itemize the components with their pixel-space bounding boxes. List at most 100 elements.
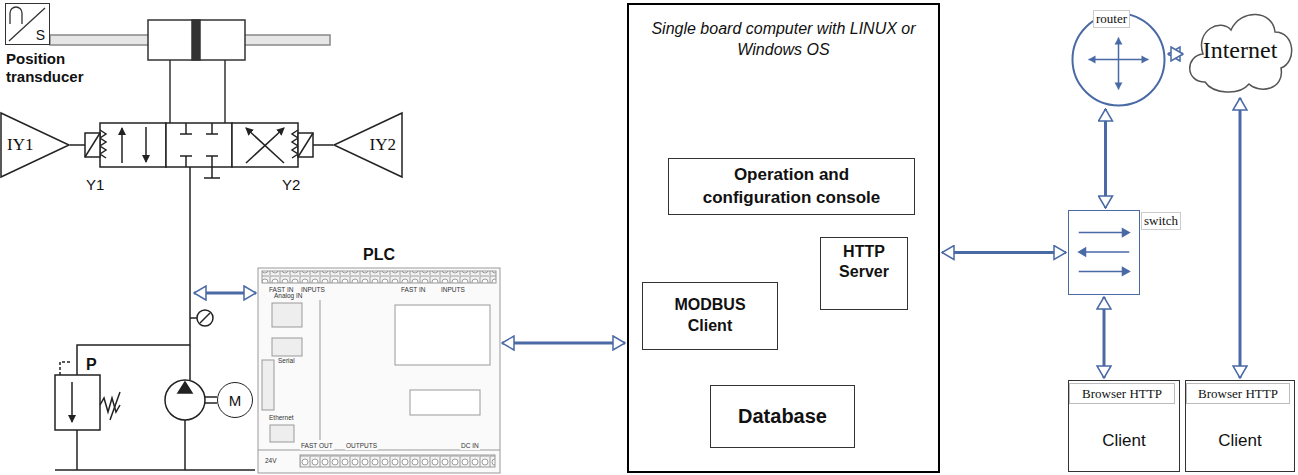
node-text: S xyxy=(36,27,45,43)
cloud-outline xyxy=(1190,14,1292,92)
hydraulic-lines xyxy=(77,345,190,375)
directional-valve xyxy=(100,130,106,158)
router-outline xyxy=(1115,38,1123,45)
transducer-symbol xyxy=(10,7,22,24)
directional-valve xyxy=(70,123,333,178)
node-text: HTTP Server xyxy=(829,242,899,282)
computer-box: Single board computer with LINUX or Wind… xyxy=(627,3,940,473)
client-box: Client Browser HTTP xyxy=(1185,380,1295,472)
directional-valve xyxy=(85,133,100,157)
pump xyxy=(205,396,217,398)
plc-body xyxy=(410,390,480,415)
node-text: MODBUS Client xyxy=(660,295,760,337)
switch-outline xyxy=(1069,211,1139,294)
directional-valve xyxy=(298,133,313,157)
relief-valve xyxy=(110,392,120,420)
router-outline xyxy=(1142,56,1149,64)
double-arrow xyxy=(1168,53,1183,56)
node-text: Database xyxy=(738,405,827,428)
pump xyxy=(165,380,205,420)
hydraulic-lines xyxy=(189,167,191,380)
cylinder xyxy=(50,20,330,123)
solenoid-label: Y2 xyxy=(282,176,300,193)
double-arrow xyxy=(942,251,1066,254)
double-arrow xyxy=(1103,297,1106,378)
console-box: Operation and configuration console xyxy=(668,158,915,215)
router-outline xyxy=(1115,83,1123,90)
plc-body xyxy=(262,271,496,283)
directional-valve xyxy=(232,123,298,167)
database-box: Database xyxy=(710,385,855,448)
directional-valve xyxy=(246,128,284,163)
switch-box: switch xyxy=(1068,210,1140,295)
switch-outline xyxy=(1079,248,1086,256)
plc-link-arrow xyxy=(194,292,256,295)
directional-valve xyxy=(145,127,147,162)
node-text: PLC xyxy=(258,246,500,264)
router-outline xyxy=(1089,56,1096,64)
internet-cloud: Internet xyxy=(1185,4,1295,96)
router-circle: router xyxy=(1071,12,1166,107)
node-text: Single board computer with LINUX or Wind… xyxy=(651,19,916,61)
plc-body xyxy=(272,338,302,356)
node-text: Browser HTTP xyxy=(1198,386,1278,402)
node-text: Client xyxy=(1102,431,1145,451)
browser-box: Browser HTTP xyxy=(1186,383,1290,404)
triL-outline xyxy=(1,113,69,177)
node-text: Operation and configuration console xyxy=(682,164,902,210)
node-text: IY1 xyxy=(7,135,33,155)
directional-valve xyxy=(313,144,333,146)
switch-outline xyxy=(1079,229,1130,276)
hydraulic-lines xyxy=(55,469,255,471)
double-arrow xyxy=(1239,98,1242,378)
hydraulic-lines xyxy=(200,313,210,323)
node-text: Browser HTTP xyxy=(1082,386,1162,402)
node-text: Position transducer xyxy=(6,50,106,86)
motor-circle: M xyxy=(217,382,253,418)
switch-outline xyxy=(1122,268,1129,276)
plc-body xyxy=(258,268,500,473)
hydraulic-lines xyxy=(76,430,78,470)
directional-valve xyxy=(246,128,284,163)
relief-valve xyxy=(55,375,100,430)
terminal-label: OUTPUTS xyxy=(345,443,378,450)
cylinder xyxy=(148,20,245,60)
solenoid-label: Y1 xyxy=(86,176,104,193)
plc-body xyxy=(258,450,500,451)
plc-body xyxy=(300,455,495,467)
hydraulic-lines xyxy=(55,167,255,470)
amplifier-triangle: IY1 xyxy=(0,112,70,178)
node-text: router xyxy=(1093,10,1130,28)
relief-valve xyxy=(60,362,72,375)
client-box: Client Browser HTTP xyxy=(1068,380,1180,472)
terminal-label: FAST OUT xyxy=(300,443,334,450)
plc-body xyxy=(258,268,500,473)
port-label: Ethernet xyxy=(268,415,295,422)
cylinder xyxy=(224,60,226,123)
plc-body xyxy=(395,305,490,365)
port-label: Analog IN xyxy=(273,293,304,300)
switch-outline xyxy=(1122,229,1129,237)
hydraulic-lines xyxy=(190,317,197,319)
node-text: Client xyxy=(1218,431,1261,451)
pump xyxy=(205,402,217,404)
cylinder xyxy=(192,20,200,60)
hydraulic-lines xyxy=(197,310,213,326)
directional-valve xyxy=(100,123,166,167)
plc-body xyxy=(270,425,294,442)
directional-valve xyxy=(85,133,100,157)
double-arrow xyxy=(1104,109,1107,208)
node-text: M xyxy=(229,392,242,409)
node-text: Internet xyxy=(1203,37,1278,64)
switch-outline xyxy=(1079,233,1130,272)
directional-valve xyxy=(298,133,313,157)
triR-outline xyxy=(334,113,402,177)
terminal-label: INPUTS xyxy=(440,287,466,294)
plc-body xyxy=(320,300,321,440)
router-outline xyxy=(1089,38,1149,90)
pump xyxy=(178,382,192,393)
directional-valve xyxy=(166,123,232,167)
node-text: switch xyxy=(1141,212,1181,230)
terminal-label: 24V xyxy=(264,458,278,465)
server-box: HTTP Server xyxy=(820,237,908,310)
